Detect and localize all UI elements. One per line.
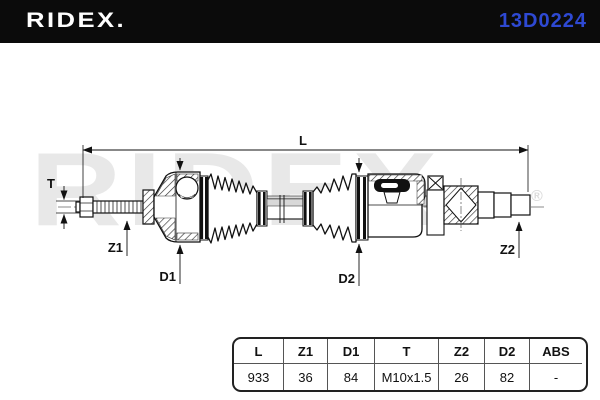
support-bearing — [443, 178, 479, 231]
spec-table: L Z1 D1 T Z2 D2 ABS 933 36 84 M10x1.5 26… — [232, 337, 588, 392]
spec-col-T: T — [374, 339, 438, 364]
boot-clamp-left-big — [199, 175, 209, 241]
dimension-Z2: Z2 — [500, 221, 523, 258]
dimension-label-D1: D1 — [159, 269, 176, 284]
dimension-T: T — [47, 176, 80, 229]
spec-val-D1: 84 — [327, 364, 374, 390]
header-bar: RIDEX. 13D0224 — [0, 0, 600, 43]
outer-cv-joint — [153, 171, 201, 243]
stub-collar-disc — [142, 189, 155, 225]
abs-sensor-ring — [426, 175, 445, 236]
dimension-label-L: L — [299, 133, 307, 148]
spec-col-D2: D2 — [484, 339, 529, 364]
intermediate-shaft — [266, 195, 304, 223]
spec-col-Z1: Z1 — [283, 339, 327, 364]
inner-cv-joint — [367, 173, 426, 238]
cv-ball-bearing — [175, 176, 199, 200]
brand-logo: RIDEX. — [26, 9, 127, 32]
spec-col-L: L — [234, 339, 283, 364]
dimension-label-T: T — [47, 176, 55, 191]
spec-val-T: M10x1.5 — [374, 364, 438, 390]
dimension-label-D2: D2 — [338, 271, 355, 286]
inner-boot-bellows — [312, 173, 357, 243]
output-shaft-splined-end — [477, 191, 531, 219]
dimension-label-Z1: Z1 — [108, 240, 123, 255]
dimension-label-Z2: Z2 — [500, 242, 515, 257]
dimension-Z1: Z1 — [108, 220, 131, 256]
part-number: 13D0224 — [498, 10, 587, 32]
spec-col-Z2: Z2 — [438, 339, 484, 364]
boot-clamp-right-small — [302, 190, 314, 227]
outer-boot-bellows — [207, 173, 258, 244]
boot-clamp-right-big — [355, 175, 369, 241]
spline-ticks-left — [96, 201, 142, 213]
spec-val-ABS: - — [529, 364, 582, 390]
spec-val-Z2: 26 — [438, 364, 484, 390]
spec-col-ABS: ABS — [529, 339, 582, 364]
boot-clamp-left-small — [256, 190, 268, 227]
spec-val-Z1: 36 — [283, 364, 327, 390]
spec-col-D1: D1 — [327, 339, 374, 364]
dimension-L: L — [82, 133, 529, 198]
spec-val-D2: 82 — [484, 364, 529, 390]
dimension-D2: D2 — [338, 158, 363, 286]
left-stub-shaft — [75, 196, 144, 218]
spec-val-L: 933 — [247, 369, 270, 385]
watermark-registered-icon: ® — [531, 188, 543, 205]
dimension-D1: D1 — [159, 158, 184, 284]
